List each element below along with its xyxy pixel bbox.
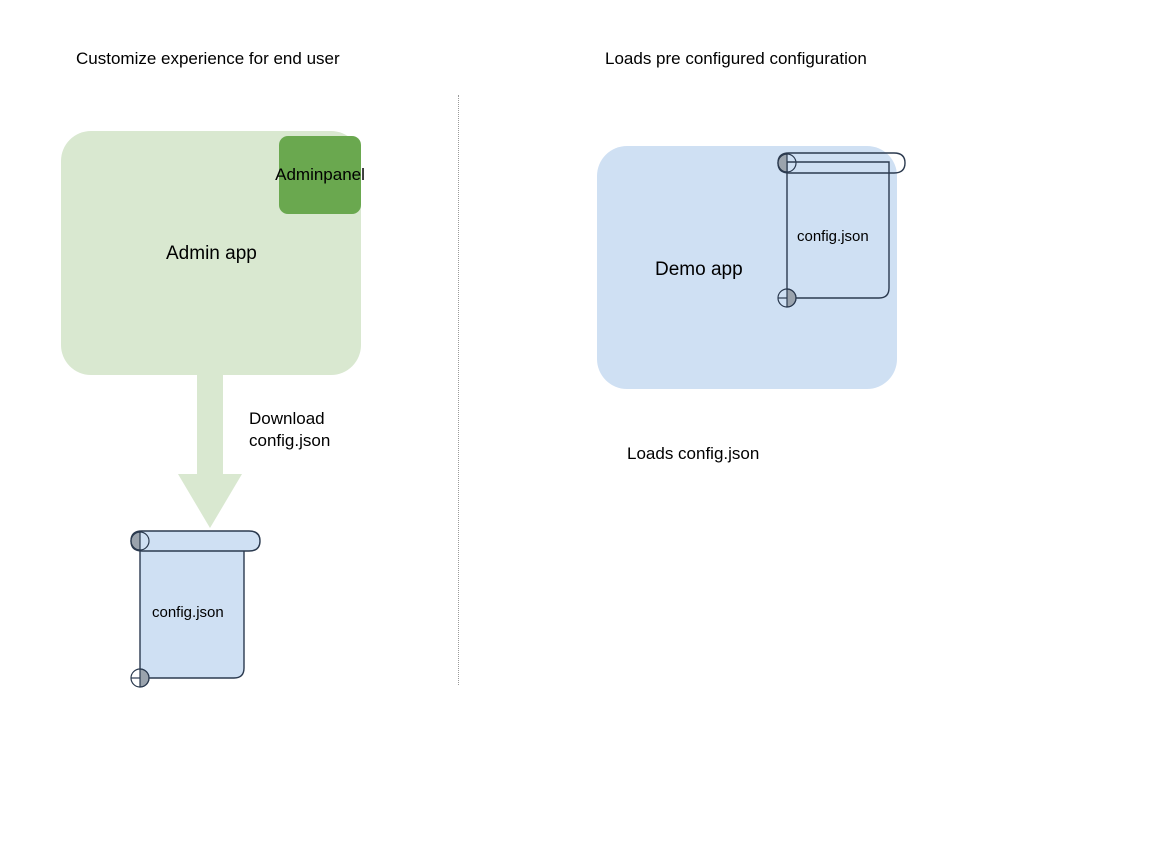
config-json-right-label: config.json (797, 228, 869, 245)
config-json-left-label: config.json (152, 604, 224, 621)
download-arrow-label-line1: Download (249, 409, 325, 428)
download-arrow-label: Download config.json (249, 408, 330, 452)
demo-app-label: Demo app (655, 259, 743, 280)
demo-app-box (597, 146, 897, 389)
admin-panel-chip-line1: Admin (275, 165, 324, 184)
download-arrow-label-line2: config.json (249, 431, 331, 450)
admin-panel-chip[interactable]: Admin panel (275, 136, 365, 214)
left-column-heading: Customize experience for end user (76, 49, 340, 68)
loads-config-caption: Loads config.json (627, 444, 760, 463)
config-json-document-right (777, 152, 906, 308)
admin-app-label: Admin app (166, 243, 257, 264)
right-column-heading: Loads pre configured configuration (605, 49, 867, 68)
admin-panel-chip-line2: panel (323, 165, 365, 184)
download-arrow-icon (178, 370, 242, 528)
config-json-document-left (130, 530, 261, 688)
column-divider (458, 95, 459, 685)
